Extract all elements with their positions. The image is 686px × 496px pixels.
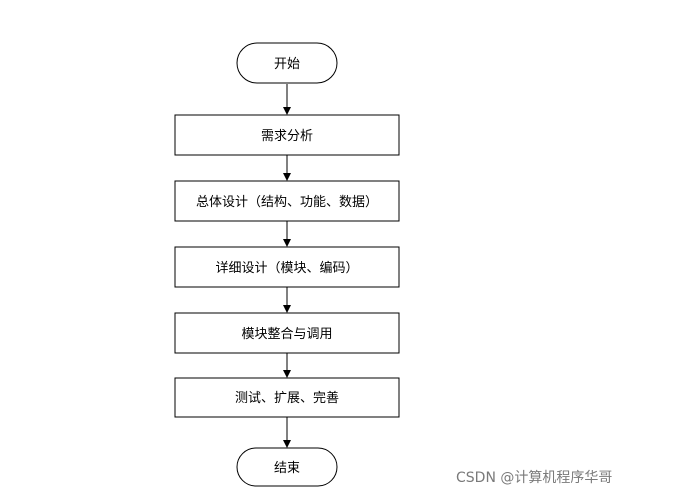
- node-start-label: 开始: [274, 57, 300, 72]
- node-overall-design: 总体设计（结构、功能、数据）: [174, 180, 400, 222]
- node-module-integration-label: 模块整合与调用: [241, 327, 332, 342]
- node-testing-label: 测试、扩展、完善: [235, 390, 339, 406]
- node-start: 开始: [236, 42, 338, 84]
- node-overall-design-label: 总体设计（结构、功能、数据）: [196, 195, 378, 210]
- watermark: CSDN @计算机程序华哥: [456, 470, 613, 486]
- node-detailed-design-label: 详细设计（模块、编码）: [215, 261, 358, 276]
- node-end: 结束: [236, 447, 338, 487]
- node-requirement-analysis: 需求分析: [174, 114, 400, 156]
- node-testing: 测试、扩展、完善: [174, 377, 400, 418]
- node-detailed-design: 详细设计（模块、编码）: [174, 246, 400, 288]
- node-end-label: 结束: [274, 461, 300, 476]
- node-module-integration: 模块整合与调用: [174, 312, 400, 354]
- node-requirement-analysis-label: 需求分析: [261, 129, 313, 144]
